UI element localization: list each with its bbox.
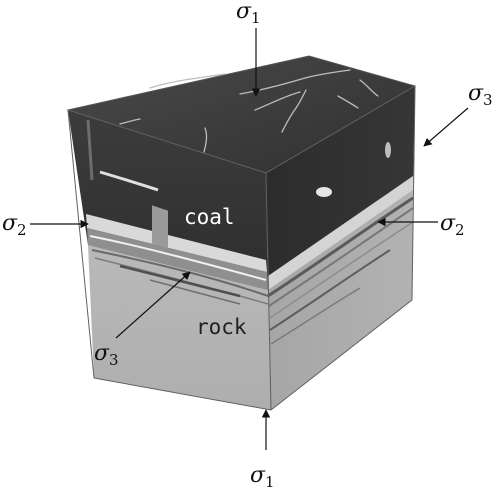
stress-arrows — [30, 28, 469, 450]
coal-label: coal — [184, 205, 235, 229]
sigma1-bottom-label: σ1 — [250, 463, 275, 491]
sigma2-left-label: σ2 — [2, 211, 27, 239]
front-face-features — [86, 119, 168, 249]
front-face-rock — [88, 245, 271, 410]
sigma3-top-right-arrow — [423, 107, 469, 147]
sigma2-right-label: σ2 — [440, 211, 465, 239]
sigma3-top-right-label: σ3 — [468, 81, 493, 109]
top-face-cracks — [119, 69, 379, 153]
cube-edges — [67, 85, 416, 411]
cube: coal rock — [66, 55, 417, 411]
rock-label: rock — [196, 315, 247, 339]
sigma3-bottom-left-arrow — [115, 271, 191, 339]
right-face-layers — [267, 142, 414, 345]
sigma3-bottom-left-label: σ3 — [94, 341, 119, 369]
sigma1-top-label: σ1 — [236, 0, 261, 27]
right-face-coal — [266, 86, 415, 290]
